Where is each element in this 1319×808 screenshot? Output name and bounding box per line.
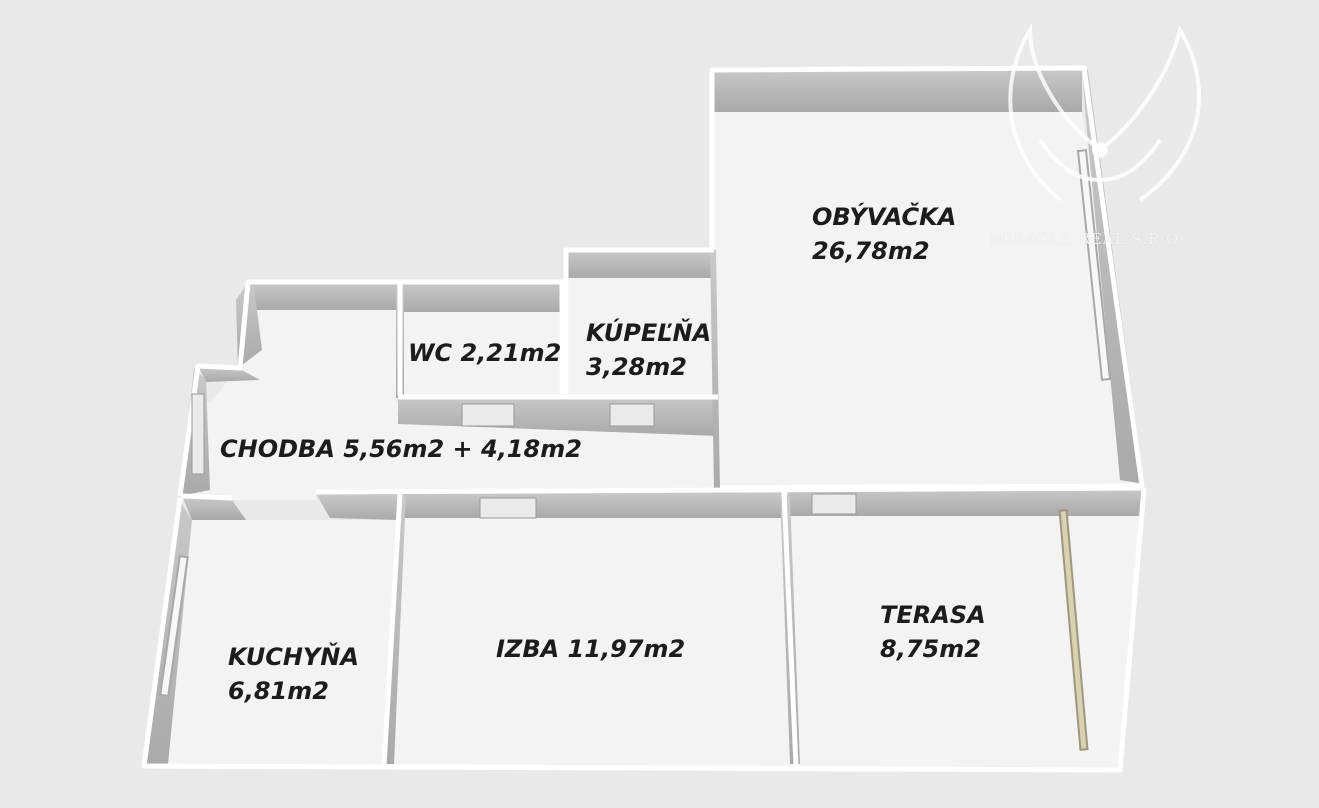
wall-izba-back bbox=[402, 492, 784, 518]
floor-kupelna bbox=[566, 274, 716, 396]
room-name: KUCHYŇA bbox=[228, 643, 359, 671]
room-area: 3,28m2 bbox=[586, 353, 687, 381]
label-obyvacka: OBÝVAČKA 26,78m2 bbox=[812, 200, 956, 268]
door-kupelna bbox=[609, 403, 655, 427]
room-name: OBÝVAČKA bbox=[812, 203, 957, 231]
room-area: 8,75m2 bbox=[880, 635, 981, 663]
door-obyvacka bbox=[811, 493, 857, 515]
wall-top-izba-terasa bbox=[781, 491, 799, 767]
floor-terasa bbox=[786, 516, 1140, 768]
wall-top-kuchyna-izba bbox=[381, 493, 403, 767]
floor-wc bbox=[400, 310, 562, 396]
window-terasa-railing bbox=[1058, 509, 1089, 751]
windows bbox=[159, 149, 1112, 751]
floor-obyvacka bbox=[712, 112, 1140, 488]
wall-kuchyna-top bbox=[182, 496, 246, 520]
wall-chodba-back bbox=[248, 282, 396, 310]
doors bbox=[191, 393, 857, 519]
wall-terasa-back bbox=[788, 488, 1144, 516]
room-area: 6,81m2 bbox=[228, 677, 329, 705]
room-name: CHODBA 5,56m2 + 4,18m2 bbox=[220, 435, 582, 463]
room-name: KÚPEĽŇA bbox=[586, 319, 712, 347]
label-izba: IZBA 11,97m2 bbox=[496, 632, 685, 666]
room-name: IZBA 11,97m2 bbox=[496, 635, 686, 663]
label-chodba: CHODBA 5,56m2 + 4,18m2 bbox=[220, 432, 582, 466]
label-terasa: TERASA 8,75m2 bbox=[880, 598, 986, 666]
wall-top-kupelna bbox=[563, 247, 714, 396]
floor-kuchyna bbox=[146, 520, 400, 768]
wall-top-outer bbox=[141, 487, 1147, 773]
room-name: TERASA bbox=[880, 601, 986, 629]
room-area: 26,78m2 bbox=[812, 237, 930, 265]
floor-areas bbox=[146, 112, 1140, 768]
angel-wings-logo bbox=[1008, 22, 1202, 202]
wall-chodba-front bbox=[316, 494, 398, 520]
wall-top-kitchen-cap bbox=[181, 493, 233, 501]
window-kuchyna bbox=[159, 554, 189, 698]
wall-obyvacka-back bbox=[712, 68, 1082, 112]
floor-izba bbox=[386, 516, 796, 768]
label-kuchyna: KUCHYŇA 6,81m2 bbox=[228, 640, 359, 708]
label-kupelna: KÚPEĽŇA 3,28m2 bbox=[586, 316, 711, 384]
watermark-text: MIRACLE REAL S.R.O. bbox=[990, 230, 1185, 248]
room-name: WC 2,21m2 bbox=[408, 339, 562, 367]
wall-chodba-step bbox=[198, 366, 260, 382]
door-wc bbox=[461, 403, 515, 427]
wall-kupelna-back bbox=[566, 250, 712, 278]
door-izba bbox=[479, 497, 537, 519]
door-chodba-side bbox=[191, 393, 205, 475]
label-wc: WC 2,21m2 bbox=[408, 336, 561, 370]
wall-kupelna-obyvacka bbox=[710, 250, 720, 490]
window-obyvacka bbox=[1076, 149, 1112, 381]
wall-top-wc bbox=[397, 279, 565, 396]
wall-top-rooms-back bbox=[315, 485, 1145, 495]
wall-wc-back bbox=[400, 282, 562, 312]
